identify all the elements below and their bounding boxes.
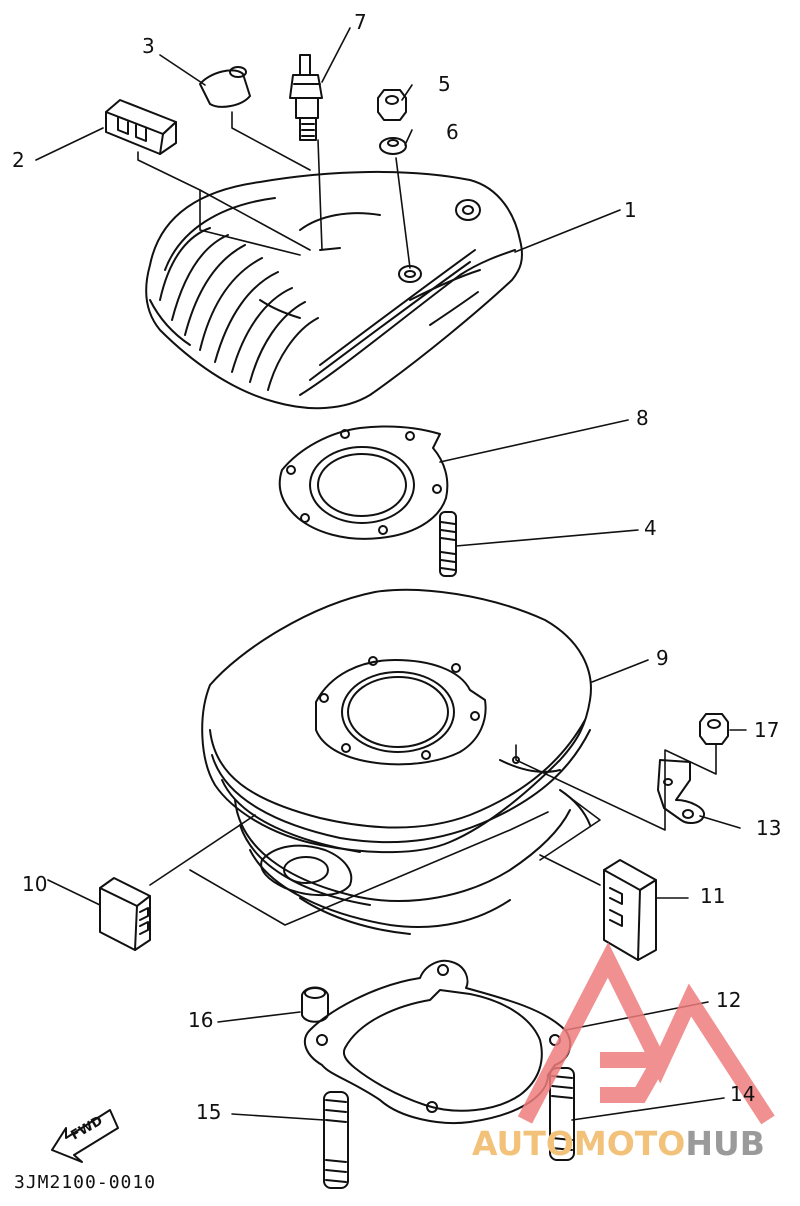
damper-10 bbox=[99, 877, 151, 951]
callout-7: 7 bbox=[354, 10, 367, 34]
callout-2: 2 bbox=[12, 148, 25, 172]
callout-12: 12 bbox=[716, 988, 742, 1012]
watermark-text: AUTOMOTOHUB bbox=[472, 1124, 765, 1163]
cylinder-head bbox=[145, 170, 523, 410]
cylinder-9 bbox=[201, 588, 592, 935]
dowel-16 bbox=[301, 986, 329, 1023]
callout-4: 4 bbox=[644, 516, 657, 540]
nut-17 bbox=[699, 713, 729, 745]
callout-9: 9 bbox=[656, 646, 669, 670]
nut-5 bbox=[377, 89, 407, 121]
watermark-part2: HUB bbox=[685, 1124, 765, 1163]
leader-lines bbox=[35, 27, 747, 1121]
watermark-part1: AUTOMOTO bbox=[472, 1124, 686, 1163]
callout-3: 3 bbox=[142, 34, 155, 58]
watermark-logo bbox=[517, 942, 775, 1125]
bracket-13 bbox=[657, 759, 705, 824]
diagram-code: 3JM2100-0010 bbox=[14, 1172, 157, 1193]
callout-10: 10 bbox=[22, 872, 48, 896]
callout-8: 8 bbox=[636, 406, 649, 430]
fwd-arrow bbox=[51, 1109, 119, 1163]
callout-1: 1 bbox=[624, 198, 637, 222]
damper-2 bbox=[105, 99, 177, 155]
callout-14: 14 bbox=[730, 1082, 756, 1106]
callout-13: 13 bbox=[756, 816, 782, 840]
callout-6: 6 bbox=[446, 120, 459, 144]
washer-6 bbox=[379, 137, 407, 155]
head-gasket-8 bbox=[278, 425, 449, 540]
stud-4 bbox=[439, 511, 457, 577]
stud-14 bbox=[549, 1067, 575, 1161]
spark-plug-7 bbox=[289, 54, 323, 141]
callout-5: 5 bbox=[438, 72, 451, 96]
callout-11: 11 bbox=[700, 884, 726, 908]
stud-15 bbox=[323, 1091, 349, 1189]
callout-15: 15 bbox=[196, 1100, 222, 1124]
damper-11 bbox=[603, 859, 657, 961]
callout-17: 17 bbox=[754, 718, 780, 742]
callout-16: 16 bbox=[188, 1008, 214, 1032]
cap-3 bbox=[199, 66, 251, 108]
